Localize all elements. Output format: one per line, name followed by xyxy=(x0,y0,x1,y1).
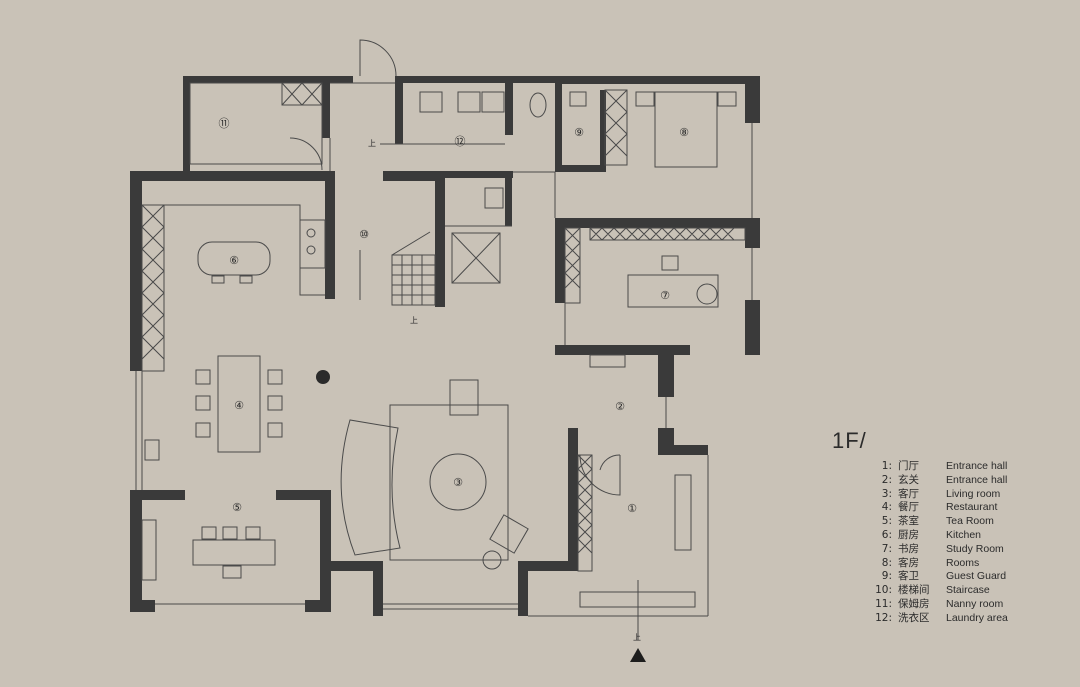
up-label-entry: 上 xyxy=(633,633,641,642)
room-label-10: ⑩ xyxy=(359,228,369,241)
cabinets xyxy=(141,82,746,572)
legend-zh: 保姆房 xyxy=(898,597,930,610)
legend-zh: 客卫 xyxy=(898,570,919,583)
legend-num: 7: xyxy=(881,542,892,555)
thin-lines xyxy=(135,39,753,640)
legend-en: Kitchen xyxy=(946,528,982,541)
legend-en: Living room xyxy=(946,487,1001,500)
legend-en: Entrance hall xyxy=(946,460,1008,472)
up-label-corridor: 上 xyxy=(368,139,376,148)
legend-zh: 客厅 xyxy=(898,487,919,500)
legend-num: 11: xyxy=(875,597,892,610)
column-dot xyxy=(316,370,330,384)
legend-row: 6: 厨房 Kitchen xyxy=(858,529,1036,543)
legend-num: 5: xyxy=(881,515,892,528)
legend-en: Restaurant xyxy=(946,501,998,514)
legend-num: 2: xyxy=(881,473,892,486)
legend-row: 12: 洗衣区 Laundry area xyxy=(858,612,1036,626)
legend-en: Tea Room xyxy=(946,515,994,528)
legend-num: 10: xyxy=(875,584,892,597)
legend-en: Rooms xyxy=(946,556,980,569)
legend-zh: 楼梯间 xyxy=(898,584,930,597)
walls xyxy=(130,76,760,616)
legend-en: Entrance hall xyxy=(946,473,1008,486)
room-label-11: ⑪ xyxy=(219,117,230,130)
legend-row: 2: 玄关 Entrance hall xyxy=(858,474,1036,488)
legend-num: 6: xyxy=(881,528,892,541)
legend-row: 9: 客卫 Guest Guard xyxy=(858,570,1036,584)
legend-row: 3: 客厅 Living room xyxy=(858,488,1036,502)
legend-row: 10: 楼梯间 Staircase xyxy=(858,584,1036,598)
legend-zh: 洗衣区 xyxy=(898,611,930,624)
legend-num: 12: xyxy=(875,611,892,624)
legend-en: Staircase xyxy=(946,584,990,597)
room-label-2: ② xyxy=(615,400,625,413)
legend-row: 7: 书房 Study Room xyxy=(858,543,1036,557)
legend-zh: 厨房 xyxy=(898,528,919,541)
legend-zh: 餐厅 xyxy=(898,501,919,514)
room-labels: ① ② ③ ④ ⑤ ⑥ ⑦ ⑧ ⑨ ⑩ ⑪ ⑫ xyxy=(219,117,690,515)
legend-row: 4: 餐厅 Restaurant xyxy=(858,501,1036,515)
legend-num: 1: xyxy=(881,460,892,472)
room-label-9: ⑨ xyxy=(574,126,584,139)
legend-num: 8: xyxy=(881,556,892,569)
entrance-triangle xyxy=(630,648,646,662)
legend-en: Study Room xyxy=(946,542,1004,555)
room-label-3: ③ xyxy=(453,476,463,489)
legend-num: 4: xyxy=(881,501,892,514)
room-label-1: ① xyxy=(627,502,637,515)
legend-zh: 茶室 xyxy=(898,515,919,528)
legend: 1: 门厅 Entrance hall 2: 玄关 Entrance hall 3: 客厅… xyxy=(858,460,1036,626)
legend-en: Laundry area xyxy=(946,611,1008,624)
room-label-12: ⑫ xyxy=(455,135,466,148)
room-label-8: ⑧ xyxy=(679,126,689,139)
up-labels: 上 上 上 xyxy=(368,139,641,642)
room-label-5: ⑤ xyxy=(232,501,242,514)
legend-zh: 玄关 xyxy=(898,473,919,486)
up-label-stair: 上 xyxy=(410,316,418,325)
legend-num: 3: xyxy=(881,487,892,500)
room-label-6: ⑥ xyxy=(229,254,239,267)
legend-en: Nanny room xyxy=(946,597,1004,610)
legend-zh: 客房 xyxy=(898,556,919,569)
legend-row: 11: 保姆房 Nanny room xyxy=(858,598,1036,612)
legend-row: 5: 茶室 Tea Room xyxy=(858,515,1036,529)
legend-row: 1: 门厅 Entrance hall xyxy=(858,460,1036,474)
legend-row: 8: 客房 Rooms xyxy=(858,557,1036,571)
legend-zh: 门厅 xyxy=(898,460,919,472)
plan-title: 1F/ xyxy=(832,428,867,453)
legend-num: 9: xyxy=(881,570,892,583)
legend-en: Guest Guard xyxy=(946,570,1007,583)
room-label-7: ⑦ xyxy=(660,289,670,302)
legend-zh: 书房 xyxy=(898,542,919,555)
room-label-4: ④ xyxy=(234,399,244,412)
